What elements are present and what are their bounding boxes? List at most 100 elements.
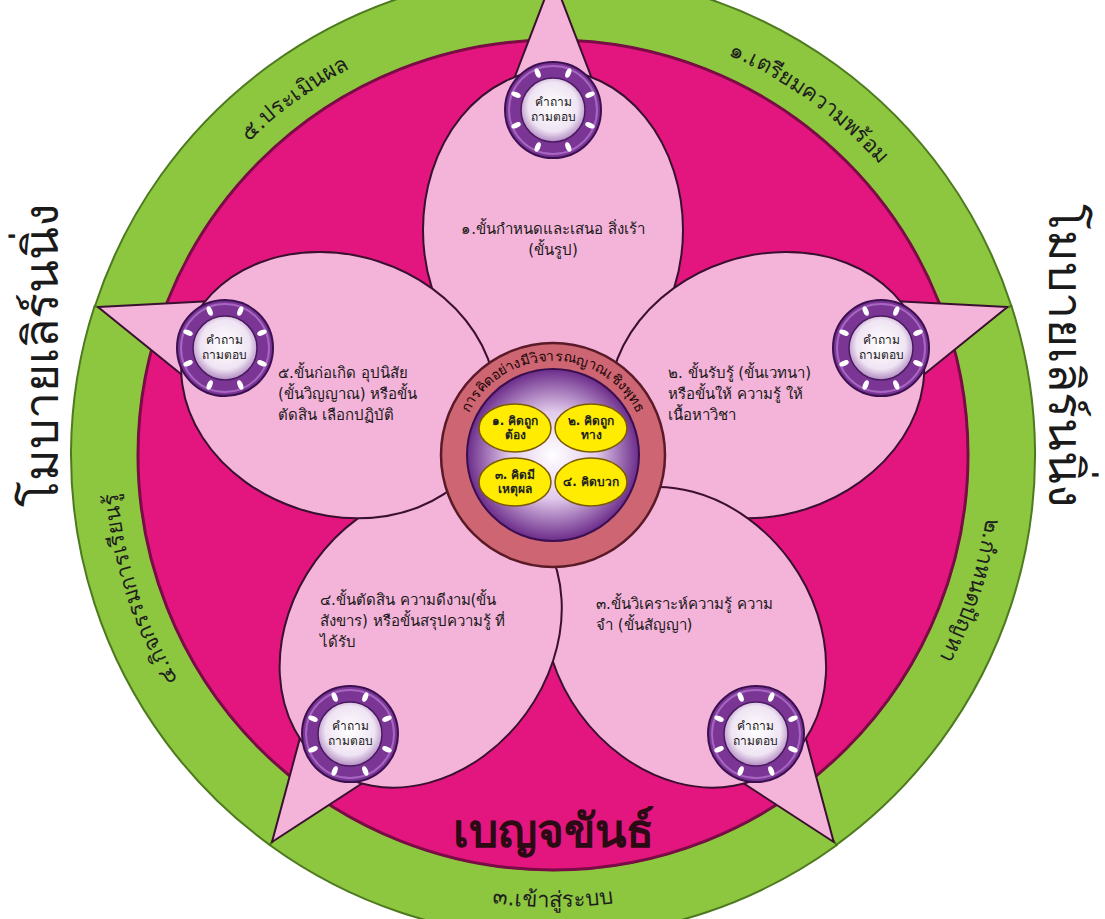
white-dot [205, 306, 214, 317]
center-ring-label: การคิดอย่างมีวิจารณญาณเชิงพุทธ [457, 348, 649, 415]
white-dot [236, 380, 245, 391]
question-circle: คำถาม ถามตอบ [829, 296, 933, 400]
side-title: โมบายเลิร์นนิ่ง [1035, 204, 1095, 507]
purple-ring [708, 686, 804, 782]
white-dot [533, 67, 542, 78]
purple-ring [302, 686, 398, 782]
ring-highlight [837, 304, 925, 392]
white-dot [912, 329, 923, 338]
white-dot [839, 329, 850, 338]
petal-text: ๕.ขั้นก่อเกิด อุปนิสัย (ขั้นวิญญาณ) หรือ… [278, 363, 438, 426]
white-dot [205, 380, 214, 391]
petal-shape [606, 248, 1011, 522]
oval-text: ๔. คิดบวก [562, 475, 620, 489]
oval [555, 458, 627, 506]
yellow-oval: ๔. คิดบวก [553, 456, 629, 508]
center-core [467, 369, 639, 541]
petal-text: ๒. ขั้นรับรู้ (ขั้นเวทนา) หรือขั้นให้ คว… [668, 363, 828, 426]
white-dot [564, 141, 573, 152]
yellow-oval: ๓. คิดมีเหตุผล [477, 456, 553, 508]
center-circle-shape: การคิดอย่างมีวิจารณญาณเชิงพุทธ [438, 340, 668, 570]
question-text: คำถาม ถามตอบ [323, 719, 377, 749]
white-dot [861, 306, 870, 317]
inner-circle [521, 78, 585, 142]
petal-shape [94, 248, 499, 522]
white-dot [182, 359, 193, 368]
white-dot [533, 141, 542, 152]
center-circle: การคิดอย่างมีวิจารณญาณเชิงพุทธ๑. คิดถูกต… [438, 340, 668, 570]
petal-text: ๑.ขั้นกำหนดและเสนอ สิ่งเร้า (ขั้นรูป) [448, 219, 658, 261]
question-circle: คำถาม ถามตอบ [298, 682, 402, 786]
white-dot [510, 121, 521, 130]
oval-text: ๓. คิดมีเหตุผล [486, 468, 544, 497]
inner-circle [724, 702, 788, 766]
center-ring [441, 343, 665, 567]
inner-circle [849, 316, 913, 380]
white-dot [767, 765, 776, 776]
white-dot [912, 359, 923, 368]
ring-highlight [306, 690, 394, 778]
white-dot [564, 67, 573, 78]
petal-text: ๓.ขั้นวิเคราะห์ความรู้ ความจำ (ขั้นสัญญา… [596, 594, 788, 636]
oval [479, 458, 551, 506]
white-dot [713, 714, 724, 723]
oval [479, 404, 551, 452]
white-dot [182, 329, 193, 338]
petal: ๕.ขั้นก่อเกิด อุปนิสัย (ขั้นวิญญาณ) หรือ… [94, 248, 499, 522]
question-text: คำถาม ถามตอบ [854, 333, 908, 363]
white-dot [861, 380, 870, 391]
white-dot [736, 765, 745, 776]
purple-ring [177, 300, 273, 396]
side-title: โมบายเลิร์นนิ่ง [10, 204, 70, 507]
yellow-oval: ๒. คิดถูกทาง [553, 402, 629, 454]
center-ring-label-path: การคิดอย่างมีวิจารณญาณเชิงพุทธ [457, 348, 649, 415]
white-dot [382, 745, 393, 754]
ring-highlight [181, 304, 269, 392]
ring-label-path: ๓.เข้าสู่ระบบ [492, 883, 615, 913]
inner-circle [193, 316, 257, 380]
disk-title: เบญจขันธ์ [453, 804, 654, 859]
white-dot [787, 714, 798, 723]
white-dot [510, 90, 521, 99]
oval [555, 404, 627, 452]
question-circle: คำถาม ถามตอบ [501, 58, 605, 162]
white-dot [787, 745, 798, 754]
white-dot [331, 765, 340, 776]
white-dot [382, 714, 393, 723]
ring-label: ๓.เข้าสู่ระบบ [492, 883, 615, 913]
white-dot [361, 765, 370, 776]
white-dot [256, 329, 267, 338]
white-dot [584, 90, 595, 99]
oval-text: ๒. คิดถูกทาง [562, 414, 620, 443]
question-text: คำถาม ถามตอบ [729, 719, 783, 749]
white-dot [892, 380, 901, 391]
white-dot [736, 692, 745, 703]
white-dot [331, 692, 340, 703]
purple-ring [505, 62, 601, 158]
ring-highlight [712, 690, 800, 778]
question-text: คำถาม ถามตอบ [198, 333, 252, 363]
question-circle: คำถาม ถามตอบ [173, 296, 277, 400]
white-dot [839, 359, 850, 368]
white-dot [308, 714, 319, 723]
inner-circle [318, 702, 382, 766]
white-dot [308, 745, 319, 754]
magenta-disk: เบญจขันธ์ ๑.ขั้นกำหนดและเสนอ สิ่งเร้า (ขั… [135, 37, 971, 873]
disk-circle [138, 40, 968, 870]
white-dot [892, 306, 901, 317]
white-dot [256, 359, 267, 368]
white-dot [767, 692, 776, 703]
white-dot [584, 121, 595, 130]
question-circle: คำถาม ถามตอบ [704, 682, 808, 786]
petal: ๒. ขั้นรับรู้ (ขั้นเวทนา) หรือขั้นให้ คว… [606, 248, 1011, 522]
white-dot [713, 745, 724, 754]
yellow-oval: ๑. คิดถูกต้อง [477, 402, 553, 454]
petal-text: ๔.ขั้นตัดสิน ความดีงาม(ขั้นสังขาร) หรือข… [320, 590, 510, 653]
question-text: คำถาม ถามตอบ [526, 95, 580, 125]
ring-highlight [509, 66, 597, 154]
oval-text: ๑. คิดถูกต้อง [486, 414, 544, 443]
white-dot [236, 306, 245, 317]
purple-ring [833, 300, 929, 396]
white-dot [361, 692, 370, 703]
